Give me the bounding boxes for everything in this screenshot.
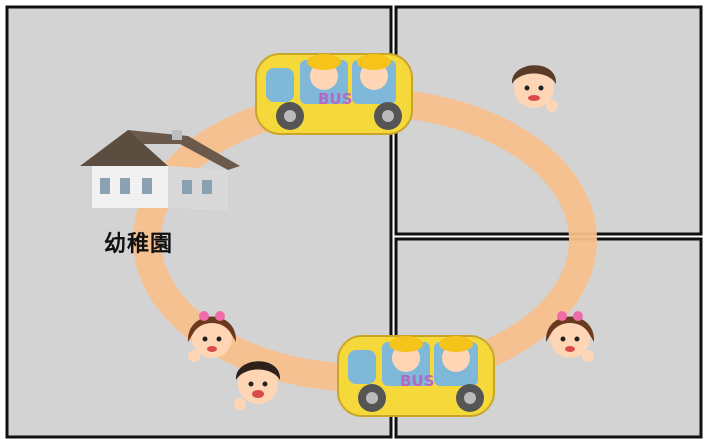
child-girl-icon <box>187 311 237 362</box>
school-bus-icon: BUS <box>337 335 495 417</box>
bus-sign-text: BUS <box>318 90 352 108</box>
school-label: 幼稚園 <box>104 232 174 257</box>
child-girl-icon <box>545 311 595 362</box>
child-boy-icon <box>511 65 558 112</box>
bus-sign-text: BUS <box>400 372 434 390</box>
school-bus-icon: BUS <box>255 53 413 135</box>
child-boy-icon <box>234 361 281 410</box>
house-icon <box>80 130 240 210</box>
